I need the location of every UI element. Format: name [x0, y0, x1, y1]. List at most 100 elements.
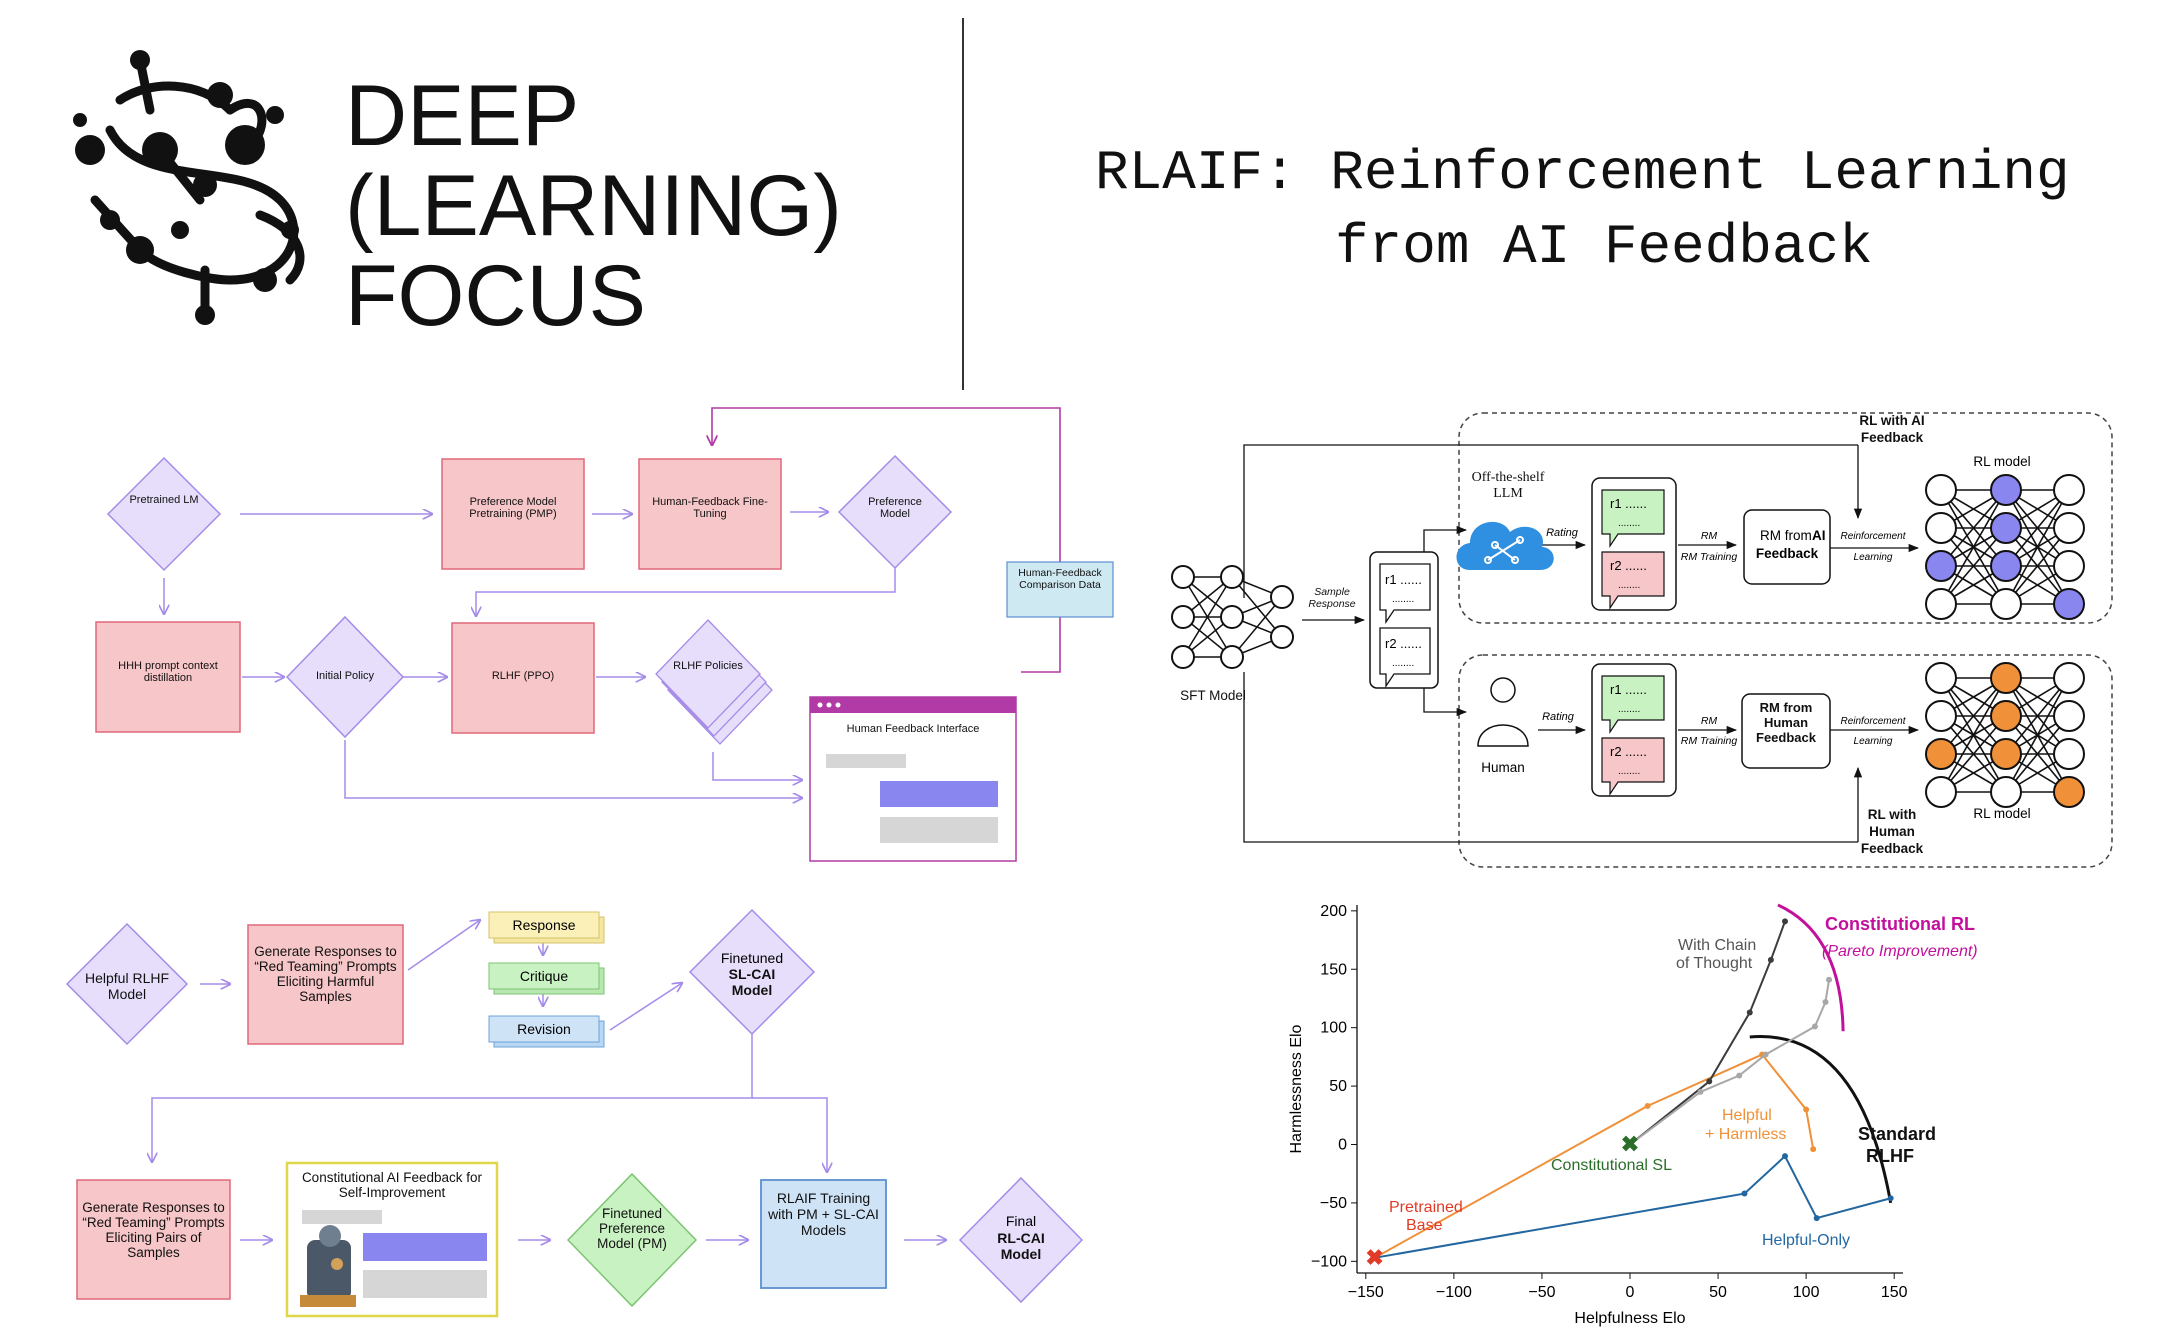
rm-training-label-ai: RM Training: [1681, 551, 1738, 563]
series-point: [1706, 1078, 1713, 1085]
rm-ai-label-a: RM from: [1760, 528, 1812, 543]
ai-r2-label: r2 ......: [1610, 558, 1647, 573]
network-node: [1990, 700, 2022, 732]
helpful-harmless-annotation-1: Helpful: [1722, 1107, 1772, 1124]
off-shelf-llm-label: Off-the-shelf LLM: [1471, 470, 1545, 501]
rm-human-box: [1741, 693, 1831, 769]
rl-model-label-human: RL model: [1973, 806, 2030, 821]
comparison-data-label: Human-Feedback Comparison Data: [1018, 567, 1102, 591]
network-node: [1925, 738, 1957, 770]
network-node: [2053, 776, 2085, 808]
rlhf-policies-label: RLHF Policies: [673, 660, 743, 672]
network-node: [1990, 738, 2022, 770]
series-point: [1627, 1141, 1633, 1148]
preference-model-label: Preference Model: [868, 496, 922, 520]
y-tick-label: 150: [1320, 961, 1347, 978]
series-point: [1813, 1215, 1820, 1222]
helpful-rlhf-label: Helpful RLHF Model: [84, 970, 170, 1002]
reinforcement-label-ai: Reinforcement: [1840, 531, 1906, 542]
rm-ai-label-b: AI: [1812, 528, 1826, 543]
human-r2-dots: ........: [1618, 766, 1640, 777]
rl-ai-label: RL with AI Feedback: [1859, 413, 1925, 445]
title-line-1: RLAIF: Reinforcement Learning: [1095, 141, 2070, 205]
network-node: [1990, 512, 2022, 544]
rlaif-vs-rlhf-diagram: SFT Model Sample Response r1 ...... ....…: [1171, 412, 2113, 868]
series-point: [1811, 1023, 1818, 1030]
network-node: [1990, 474, 2022, 506]
helpful-only-annotation: Helpful-Only: [1762, 1232, 1850, 1249]
network-edge: [1940, 715, 2007, 793]
human-rated-responses: [1591, 663, 1677, 797]
brand-line-2: (LEARNING): [345, 158, 842, 254]
standard-rlhf-frontier: [1749, 1035, 1893, 1204]
rlhf-ppo-label: RLHF (PPO): [491, 670, 555, 682]
series-point: [1887, 1195, 1894, 1202]
pretrained-base-annotation-2: Base: [1406, 1217, 1443, 1234]
network-node: [1925, 776, 1957, 808]
series-point: [1741, 1190, 1748, 1197]
network-node: [1990, 662, 2022, 694]
ai-r2-dots: ........: [1618, 580, 1640, 591]
x-tick-label: 100: [1793, 1284, 1820, 1301]
human-r2-label: r2 ......: [1610, 744, 1647, 759]
network-node: [1990, 550, 2022, 582]
marker-x: ✖: [1621, 1131, 1639, 1156]
x-tick-label: 0: [1626, 1284, 1635, 1301]
network-edge: [1940, 489, 2007, 605]
network-node: [1990, 588, 2022, 620]
pretrained-lm-node: [106, 456, 222, 572]
network-node: [2053, 700, 2085, 732]
series-point: [1697, 1088, 1704, 1095]
sample-r2-dots: ........: [1392, 658, 1414, 669]
series-point: [1781, 1153, 1788, 1160]
x-tick-label: −150: [1348, 1284, 1384, 1301]
pretrained-base-annotation-1: Pretrained: [1389, 1199, 1463, 1216]
initial-policy-node: [285, 615, 405, 739]
finetuned-sl-node: [688, 908, 816, 1036]
constitutional-rl-frontier: [1777, 903, 1845, 1032]
network-edge: [1940, 677, 2007, 755]
rlhf-policies-stack: [655, 619, 773, 745]
title-line-2: from AI Feedback: [1335, 215, 1873, 279]
final-rl-cai-node: [958, 1176, 1084, 1304]
x-axis-label: Helpfulness Elo: [1574, 1310, 1685, 1327]
hf-finetuning-label: Human-Feedback Fine-Tuning: [652, 496, 768, 520]
y-tick-label: 0: [1338, 1136, 1347, 1153]
network-node: [2053, 512, 2085, 544]
network-node: [1925, 588, 1957, 620]
network-node: [1990, 776, 2022, 808]
standard-rlhf-annotation-1: Standard: [1858, 1124, 1936, 1144]
critique-card: [488, 962, 605, 995]
network-edge: [1940, 527, 2007, 605]
human-r1-label: r1 ......: [1610, 682, 1647, 697]
series-point: [1781, 918, 1788, 925]
y-tick-label: 50: [1329, 1078, 1347, 1095]
response-card: [488, 911, 605, 944]
thinking-robot-icon: [300, 1225, 356, 1307]
network-edge: [2005, 677, 2070, 793]
network-edge: [2005, 489, 2070, 567]
rl-human-label: RL with Human Feedback: [1860, 807, 1924, 856]
preference-model-node: [837, 454, 953, 570]
x-tick-label: −50: [1528, 1284, 1555, 1301]
feedback-loop-arrow: [712, 407, 1061, 673]
series-point: [1644, 1102, 1651, 1109]
human-r1-dots: ........: [1618, 704, 1640, 715]
series-point: [1767, 956, 1774, 963]
reinforcement-label-human: Reinforcement: [1840, 716, 1906, 727]
sample-r2-label: r2 ......: [1385, 636, 1422, 651]
hf-interface-window: [809, 696, 1017, 862]
ai-r1-dots: ........: [1618, 518, 1640, 529]
marker-x: ✖: [1365, 1245, 1383, 1270]
brand-line-1: DEEP: [345, 68, 579, 164]
with-cot-annotation-1: With Chain: [1678, 937, 1756, 954]
series-point: [1803, 1106, 1810, 1113]
cai-feedback-card: [285, 1161, 499, 1318]
series-point: [1826, 976, 1833, 983]
sample-response-label: Sample Response: [1308, 586, 1356, 610]
cai-feedback-label: Constitutional AI Feedback for Self-Impr…: [301, 1170, 483, 1200]
final-label: Final: [1006, 1213, 1036, 1229]
y-tick-label: −50: [1320, 1195, 1347, 1212]
pretrained-lm-label: Pretrained LM: [129, 494, 199, 506]
pmp-box: [441, 458, 585, 570]
